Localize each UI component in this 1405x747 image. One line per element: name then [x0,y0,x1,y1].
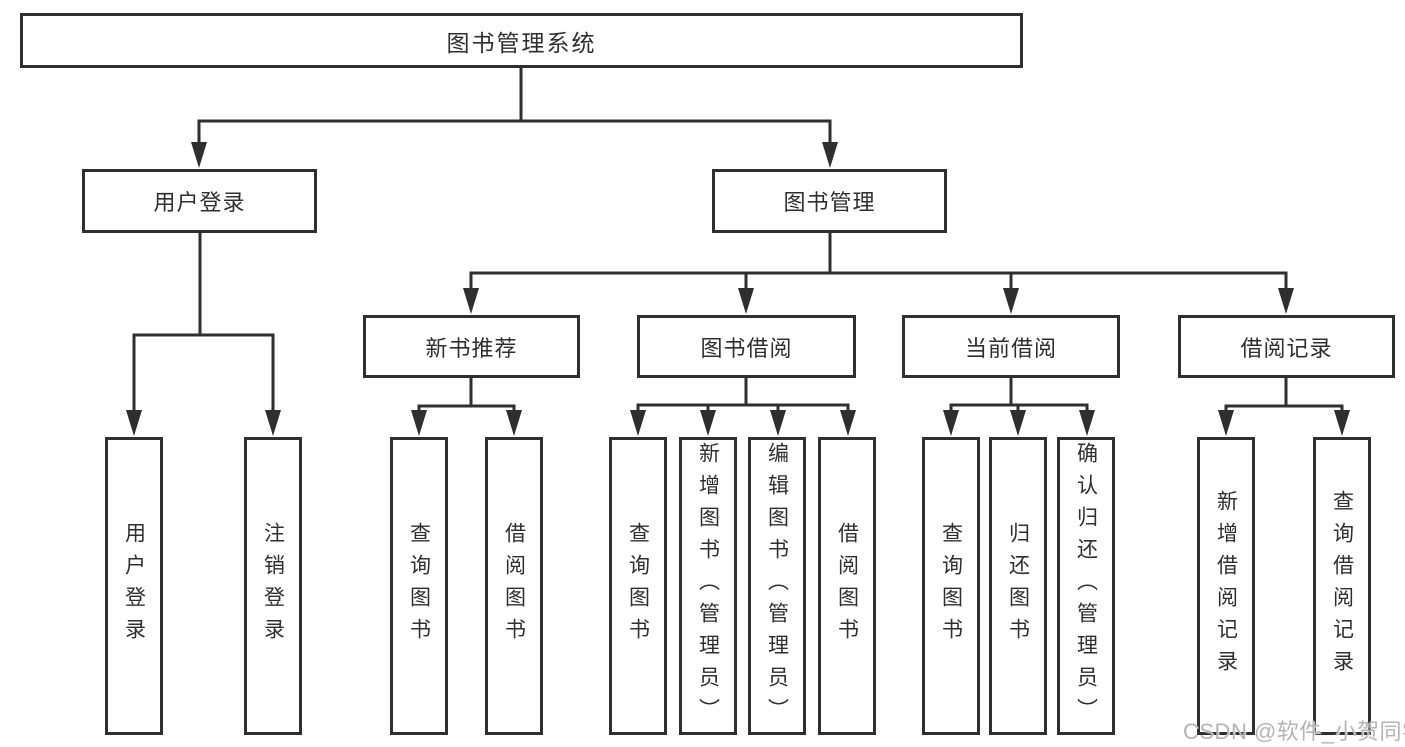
leaf-label: 借阅图书 [502,522,526,650]
leaf-label: 查询借阅记录 [1330,490,1354,682]
leaf-label: 新增图书（管理员） [696,442,720,730]
leaf-label: 编辑图书（管理员） [765,442,789,730]
leaf-search-books-current: 查询图书 [922,437,980,735]
leaf-borrow-books: 借阅图书 [818,437,876,735]
node-book-borrowing: 图书借阅 [637,315,856,378]
node-label: 图书借阅 [700,335,793,361]
leaf-label: 查询图书 [407,522,431,650]
node-label: 图书管理系统 [446,29,597,56]
leaf-label: 新增借阅记录 [1214,490,1238,682]
leaf-search-borrow-record: 查询借阅记录 [1313,437,1371,735]
leaf-logout: 注销登录 [244,437,302,735]
leaf-label: 借阅图书 [835,522,859,650]
node-label: 借阅记录 [1240,335,1333,361]
leaf-label: 用户登录 [122,522,146,650]
node-label: 图书管理 [783,190,876,215]
leaf-add-borrow-record: 新增借阅记录 [1197,437,1255,735]
leaf-return-books: 归还图书 [989,437,1047,735]
leaf-label: 确认归还（管理员） [1074,442,1098,730]
node-label: 用户登录 [153,190,246,215]
node-label: 新书推荐 [425,335,518,361]
node-label: 当前借阅 [964,335,1057,361]
leaf-search-books-borrowing: 查询图书 [609,437,667,735]
node-current-borrowing: 当前借阅 [902,315,1120,378]
leaf-add-book-admin: 新增图书（管理员） [679,437,737,735]
leaf-label: 注销登录 [261,522,285,650]
leaf-borrow-books-recommend: 借阅图书 [485,437,543,735]
node-new-book-recommend: 新书推荐 [363,315,580,378]
node-book-management: 图书管理 [712,169,947,233]
node-user-login: 用户登录 [82,169,317,233]
csdn-watermark: CSDN @软件_小贺同学 [1183,719,1405,744]
leaf-edit-book-admin: 编辑图书（管理员） [748,437,806,735]
node-borrowing-records: 借阅记录 [1178,315,1395,378]
leaf-user-login: 用户登录 [105,437,163,735]
leaf-label: 查询图书 [626,522,650,650]
leaf-search-books-recommend: 查询图书 [390,437,448,735]
leaf-label: 归还图书 [1006,522,1030,650]
node-library-management-system: 图书管理系统 [20,13,1023,68]
leaf-confirm-return-admin: 确认归还（管理员） [1057,437,1115,735]
leaf-label: 查询图书 [939,522,963,650]
